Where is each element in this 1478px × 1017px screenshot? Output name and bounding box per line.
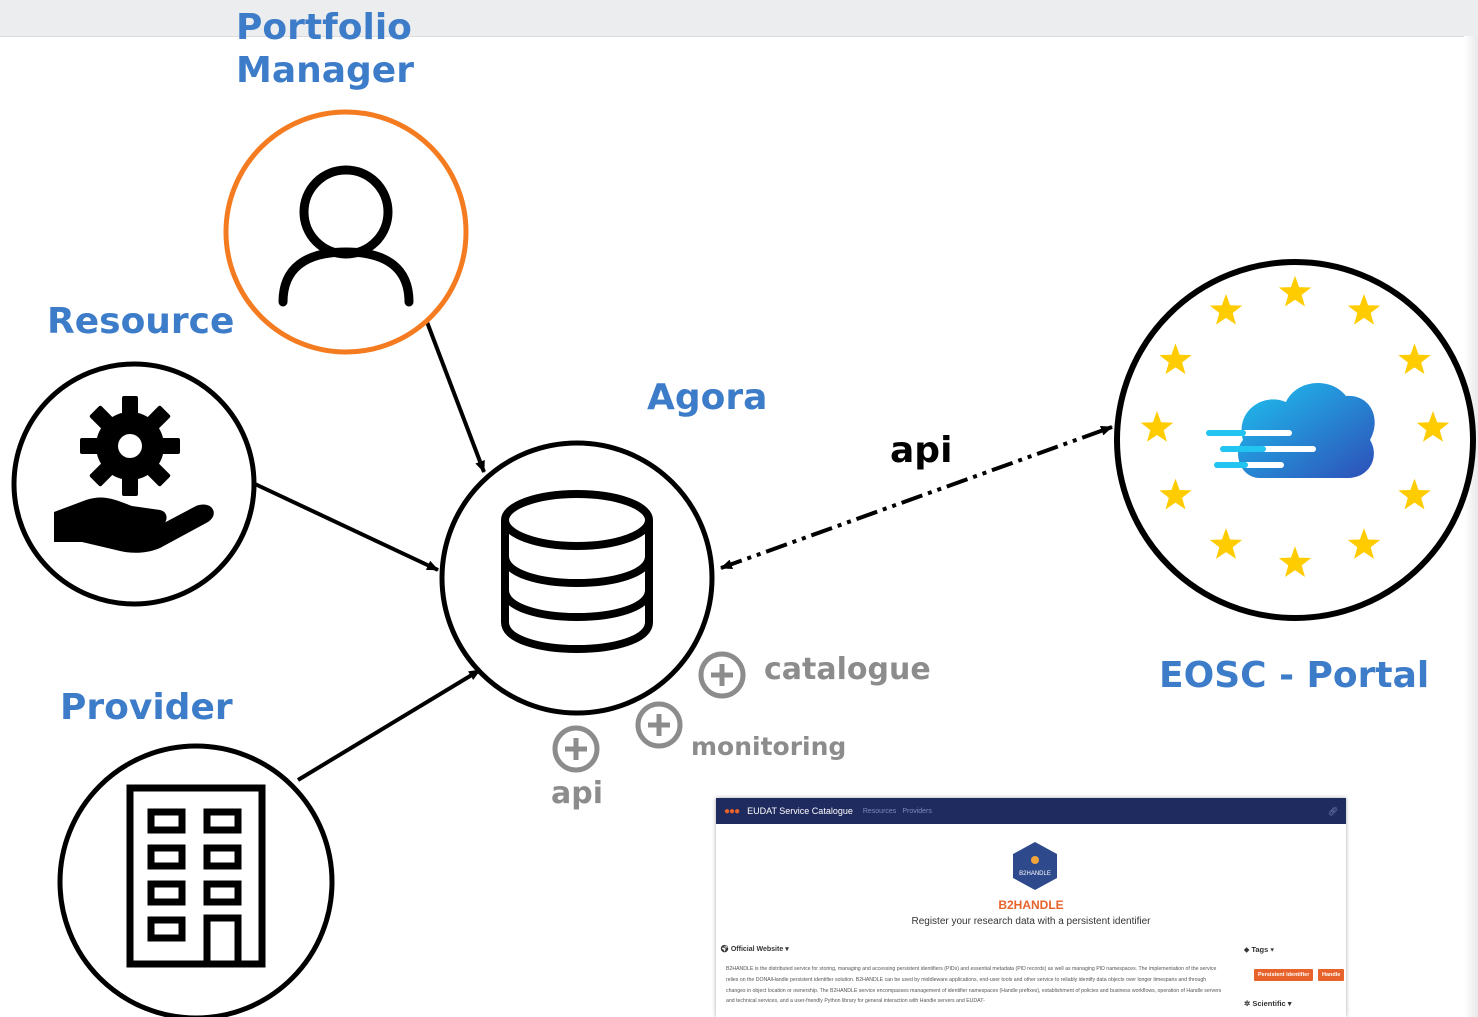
resource-node: [11, 361, 257, 607]
provider-label: Provider: [60, 687, 233, 728]
top-band: [0, 0, 1478, 37]
catalogue-label: catalogue: [764, 652, 931, 687]
star-icon: [1278, 275, 1312, 307]
eudat-logo-icon: ●●●: [724, 805, 740, 817]
catalogue-navbar: ●●● EUDAT Service Catalogue Resources Pr…: [716, 798, 1346, 824]
badge-text: B2HANDLE: [1019, 871, 1051, 877]
portfolio-manager-label-line2: Manager: [236, 50, 414, 92]
resource-label: Resource: [47, 301, 235, 342]
official-website-label: Official Website: [730, 946, 784, 953]
edge-provider-to-agora: [296, 668, 482, 782]
building-icon: [126, 784, 266, 968]
eosc-portal-label: EOSC - Portal: [1159, 655, 1430, 696]
gear-icon: ✲: [1244, 999, 1253, 1008]
star-icon: [1416, 411, 1450, 442]
star-icon: [1278, 546, 1312, 577]
portfolio-manager-label-line1: Portfolio: [236, 7, 412, 48]
star-icon: [1209, 293, 1243, 325]
star-icon: [1347, 293, 1381, 325]
edge-api-agora-eosc: [720, 425, 1113, 570]
star-icon: [1140, 411, 1174, 442]
scientific-heading-row: ✲ Scientific ▾: [1244, 999, 1292, 1008]
plus-circle-icon: [552, 725, 600, 773]
portfolio-manager-label: Portfolio Manager: [236, 6, 414, 92]
tags-heading: Tags: [1251, 945, 1269, 954]
person-icon: [278, 165, 414, 307]
star-icon: [1347, 528, 1381, 559]
agora-label: Agora: [647, 377, 768, 418]
edge-portfolio-to-agora: [425, 321, 486, 473]
service-tagline: Register your research data with a persi…: [911, 916, 1151, 927]
link-icon: 🔗︎: [1327, 806, 1338, 816]
catalogue-screenshot: ●●● EUDAT Service Catalogue Resources Pr…: [716, 798, 1346, 1017]
tags-heading-row: ⬥ Tags ▾: [1244, 945, 1274, 955]
right-edge-shadow: [1464, 36, 1478, 1017]
star-icon: [1159, 478, 1192, 510]
service-description: B2HANDLE is the distributed service for …: [726, 966, 1222, 1005]
globe-icon: 🌍︎: [720, 946, 729, 953]
star-icon: [1209, 528, 1243, 559]
eosc-cloud-icon: [1206, 383, 1375, 478]
chevron-down-icon: ▾: [1268, 945, 1275, 954]
nav-link-providers: Providers: [902, 807, 932, 815]
star-ring: [1140, 275, 1450, 577]
official-website-row: 🌍︎ Official Website ▾: [720, 945, 789, 953]
tag-badge: Persistent identifier: [1254, 969, 1314, 981]
agora-node: [439, 440, 715, 716]
plus-circle-icon: [698, 651, 746, 699]
monitoring-label: monitoring: [691, 732, 847, 761]
eosc-portal-node: [1114, 259, 1476, 621]
catalogue-app-title: EUDAT Service Catalogue: [747, 806, 853, 816]
b2handle-badge-icon: B2HANDLE: [1013, 842, 1057, 890]
provider-node: [57, 743, 335, 1017]
chevron-down-icon: ▾: [785, 946, 789, 953]
edge-resource-to-agora: [254, 482, 439, 572]
service-name: B2HANDLE: [998, 898, 1064, 912]
plus-circle-icon: [635, 701, 683, 749]
tag-badge: Handle: [1318, 969, 1345, 981]
nav-link-resources: Resources: [862, 807, 897, 815]
hand-gear-icon: [54, 396, 214, 553]
tag-icon: ⬥: [1244, 945, 1252, 954]
scientific-heading: Scientific: [1252, 999, 1286, 1008]
portfolio-manager-node: [223, 109, 469, 355]
chevron-down-icon: ▾: [1285, 999, 1292, 1008]
star-icon: [1398, 343, 1431, 375]
api-edge-label: api: [890, 430, 953, 471]
star-icon: [1159, 343, 1192, 375]
database-icon: [501, 490, 653, 653]
star-icon: [1398, 478, 1431, 510]
api-addon-label: api: [551, 776, 604, 811]
